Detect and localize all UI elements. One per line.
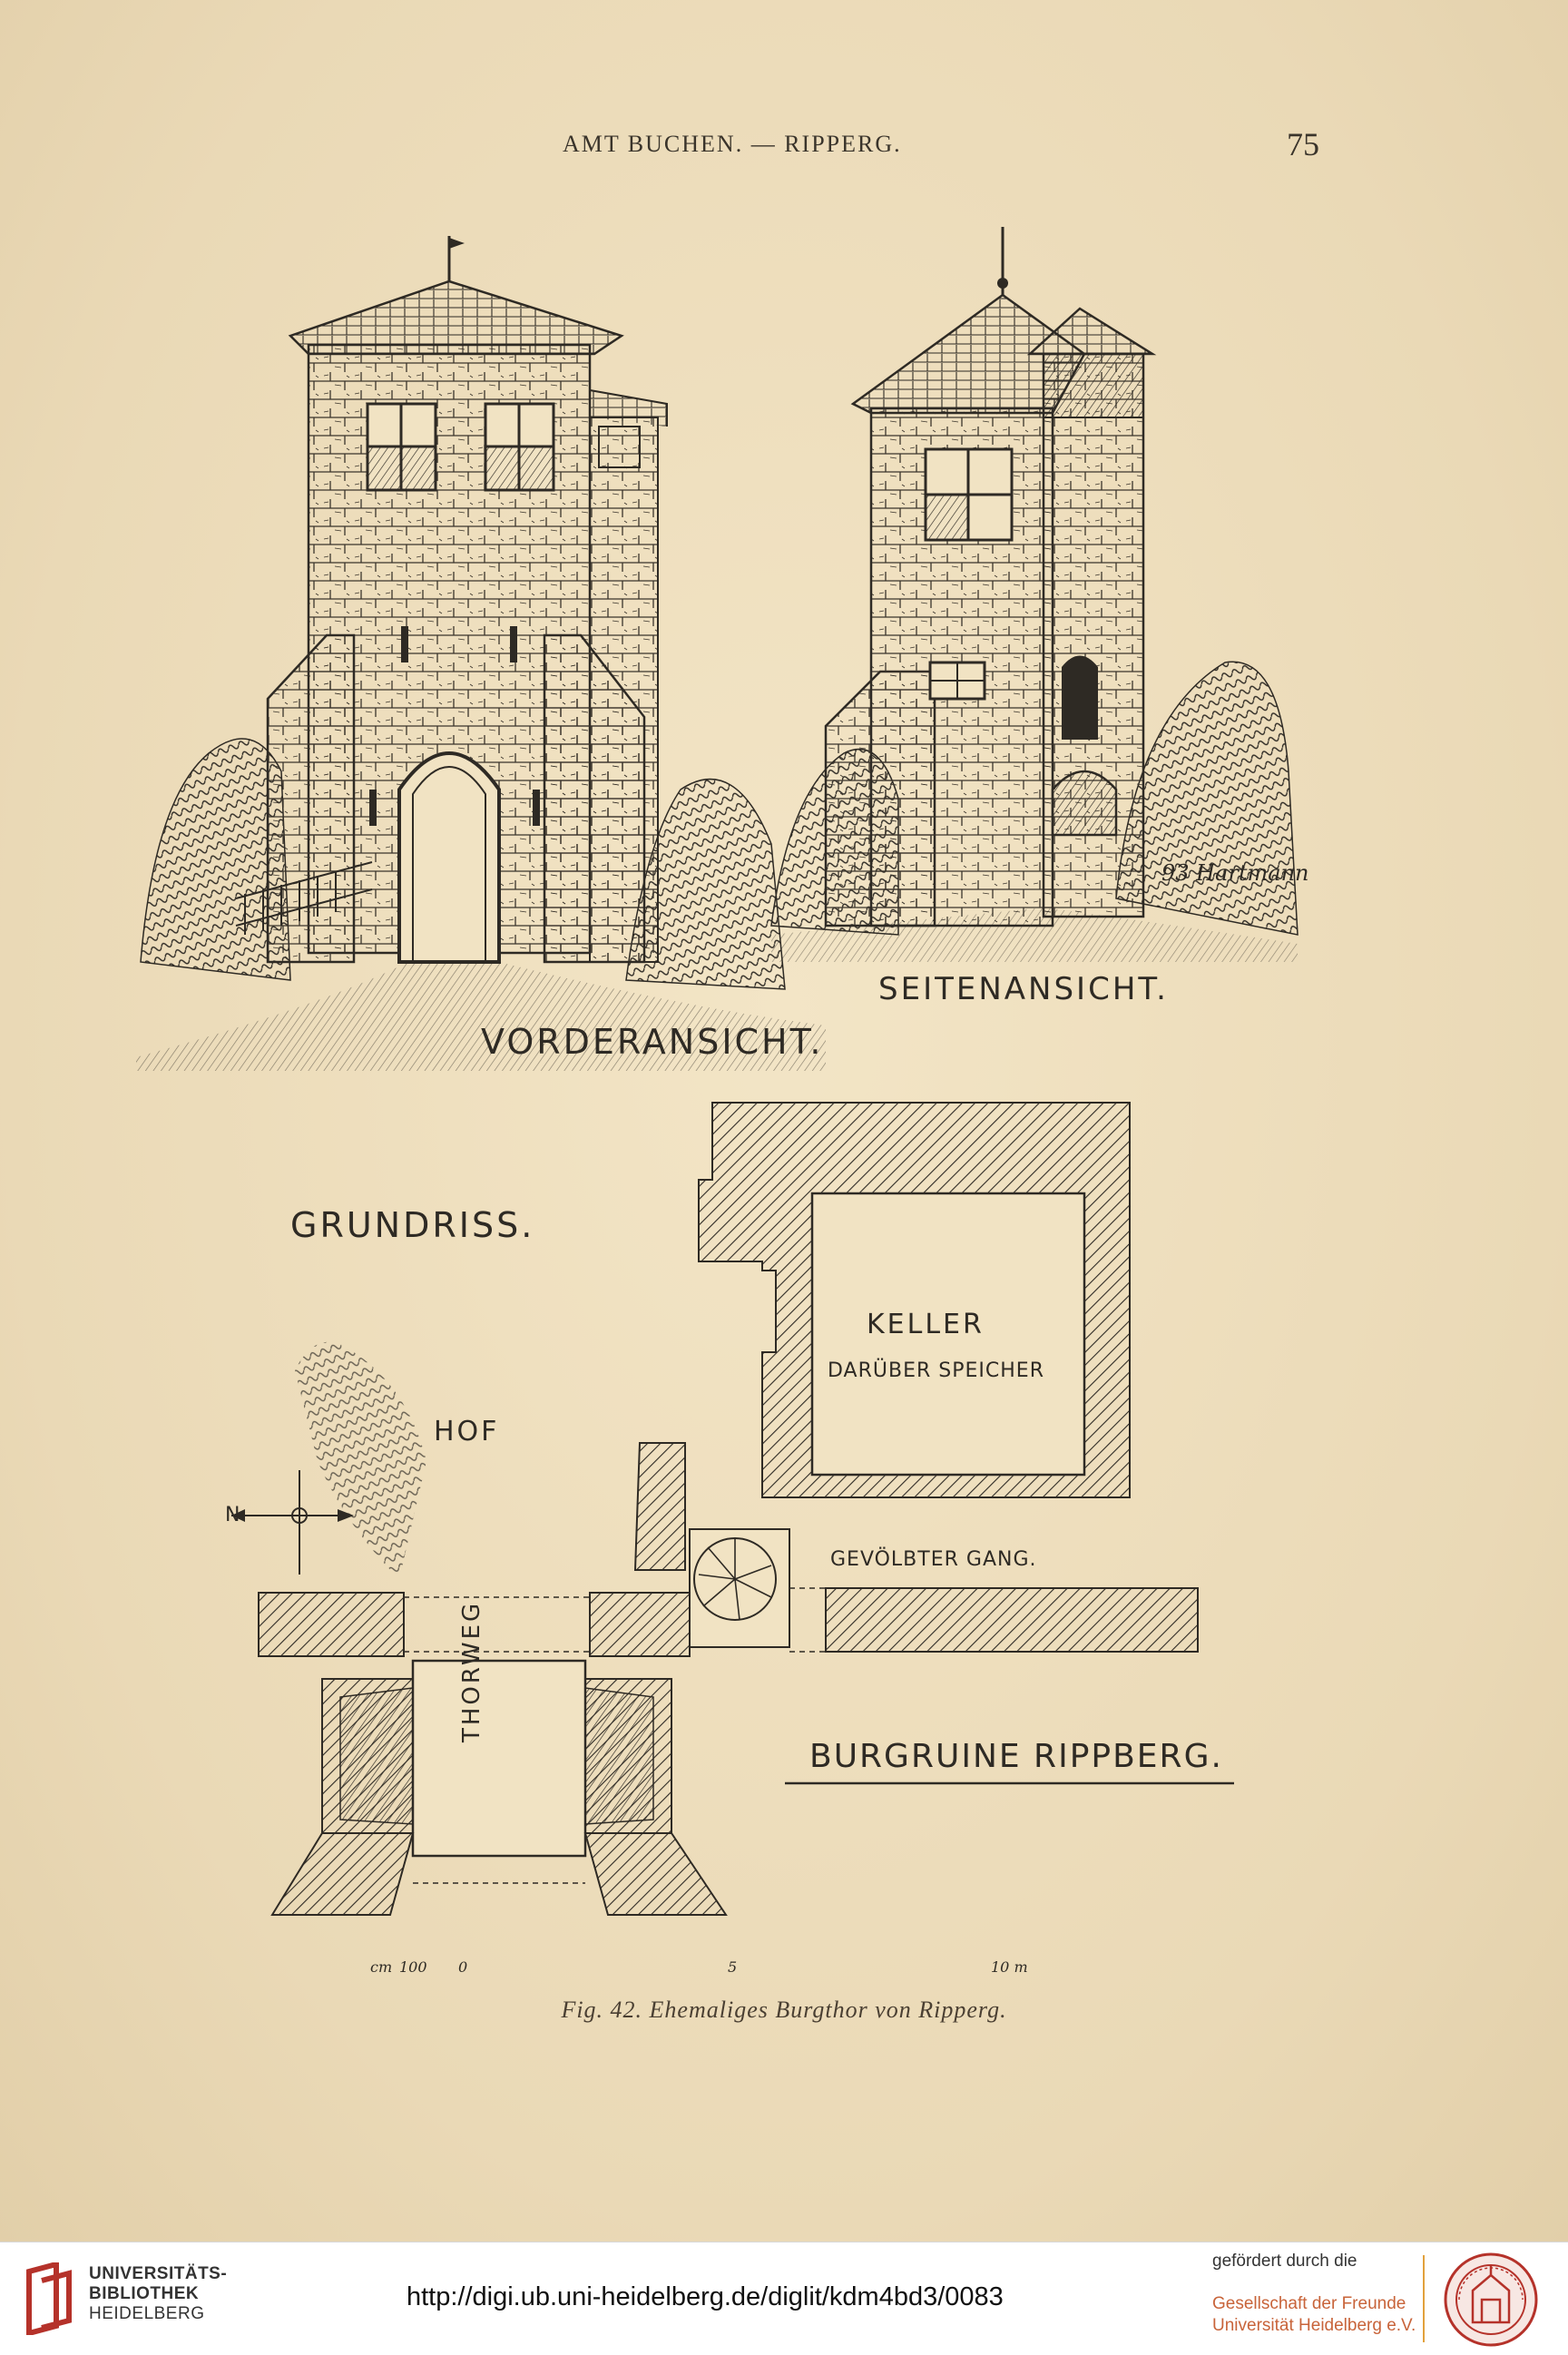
- society-name[interactable]: Gesellschaft der Freunde Universität Hei…: [1212, 2293, 1416, 2337]
- artist-signature: 93 Hartmann: [1161, 860, 1309, 886]
- library-name: UNIVERSITÄTS- BIBLIOTHEK HEIDELBERG: [89, 2264, 227, 2324]
- floor-plan-drawing: [231, 1102, 1234, 1916]
- label-storage: DARÜBER SPEICHER: [828, 1359, 1044, 1382]
- society-line-2: Universität Heidelberg e.V.: [1212, 2316, 1416, 2335]
- label-gateway: THORWEG: [458, 1600, 485, 1742]
- scale-mid: 5: [728, 1958, 738, 1976]
- compass-rose: [231, 1470, 354, 1575]
- label-front-view: VORDERANSICHT.: [481, 1022, 824, 1062]
- footer-bar: UNIVERSITÄTS- BIBLIOTHEK HEIDELBERG http…: [0, 2242, 1568, 2355]
- library-line-3: HEIDELBERG: [89, 2304, 205, 2323]
- front-view-drawing: [136, 236, 826, 1071]
- side-view-drawing: [770, 227, 1298, 962]
- scale-zero: 0: [458, 1958, 468, 1976]
- page-header: AMT BUCHEN. — RIPPERG. 75: [0, 126, 1568, 163]
- label-vaulted-passage: GEVÖLBTER GANG.: [830, 1548, 1037, 1571]
- scale-end: 10 m: [991, 1958, 1028, 1976]
- scanned-page: AMT BUCHEN. — RIPPERG. 75: [0, 0, 1568, 2242]
- figure-caption: Fig. 42. Ehemaliges Burgthor von Ripperg…: [561, 1997, 1007, 2023]
- library-logo-icon[interactable]: [20, 2262, 80, 2335]
- running-head: AMT BUCHEN. — RIPPERG.: [563, 131, 902, 157]
- label-plan: GRUNDRISS.: [290, 1205, 535, 1245]
- label-cellar: KELLER: [867, 1309, 985, 1340]
- footer-divider: [1423, 2255, 1425, 2342]
- label-compass-north: N: [225, 1504, 240, 1526]
- permalink-url[interactable]: http://digi.ub.uni-heidelberg.de/diglit/…: [407, 2282, 1004, 2311]
- figure-illustration: [136, 227, 1298, 1916]
- society-line-1: Gesellschaft der Freunde: [1212, 2294, 1406, 2313]
- library-line-1: UNIVERSITÄTS-: [89, 2264, 228, 2283]
- label-ruin-title: BURGRUINE RIPPBERG.: [809, 1738, 1223, 1775]
- scale-unit: cm: [370, 1958, 393, 1976]
- funded-by-text: gefördert durch die: [1212, 2252, 1357, 2271]
- label-side-view: SEITENANSICHT.: [878, 971, 1169, 1007]
- library-line-2: BIBLIOTHEK: [89, 2284, 200, 2303]
- page-number: 75: [1287, 126, 1319, 162]
- label-courtyard: HOF: [434, 1416, 500, 1447]
- scale-left: 100: [399, 1958, 427, 1976]
- university-seal-icon[interactable]: [1441, 2250, 1541, 2350]
